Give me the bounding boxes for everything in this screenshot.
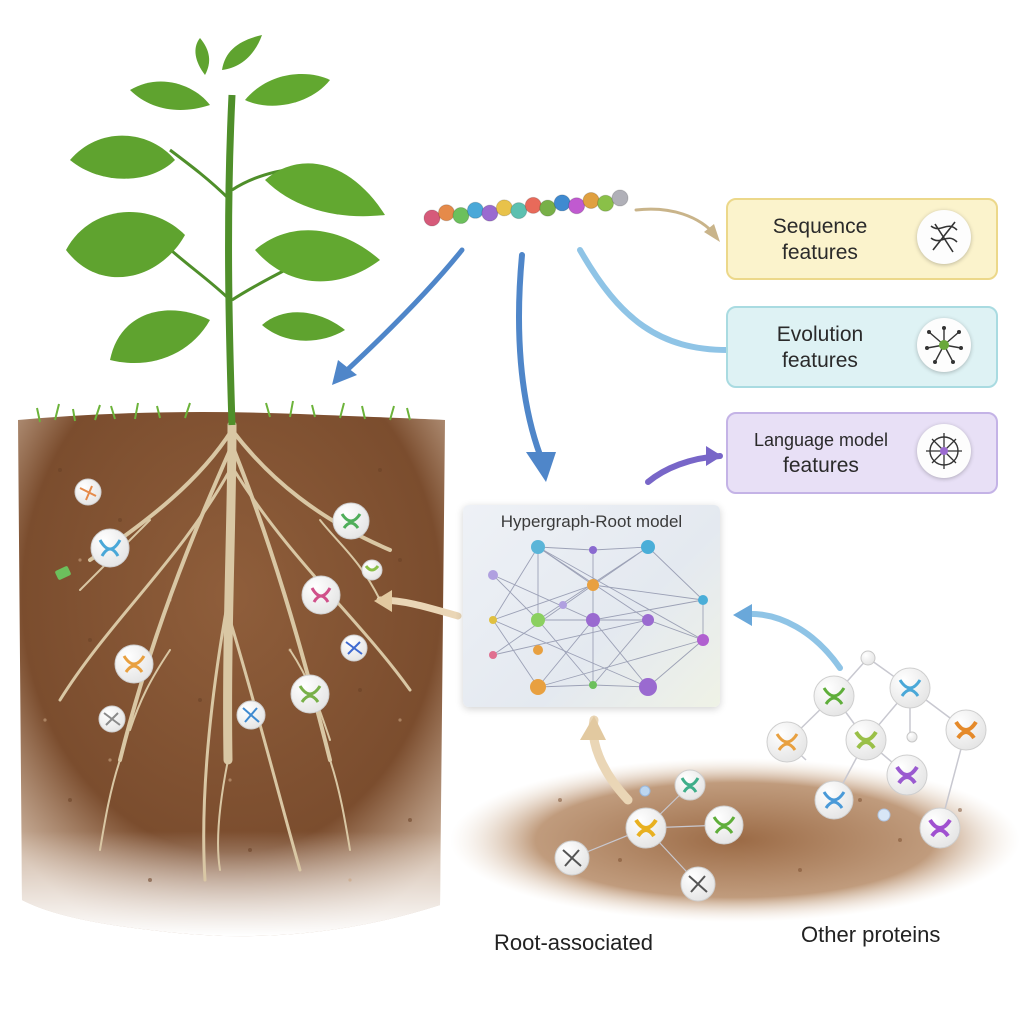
sequence-bead [553,194,571,212]
sequence-bead [524,196,542,214]
root-associated-nodes [571,784,725,885]
language-model-features-line1: Language model [753,430,889,450]
sequence-bead [481,204,499,222]
sequence-bead [510,202,528,220]
language-model-features-line2: features [783,454,859,477]
evolution-features-line1: Evolution [776,323,864,346]
amino-acid-sequence [423,189,629,227]
other-protein-nodes [766,650,987,849]
sequence-bead [452,207,470,225]
plant-roots [58,420,412,882]
evolution-features-line2: features [782,349,858,372]
protein-structure-icon [917,210,971,264]
arrow-sequence-to-plant [342,247,465,375]
hypergraph-network [488,540,709,696]
protein-network-edges [786,657,967,829]
hypergraph-root-model-box [463,505,720,707]
plant-shoot [66,35,385,426]
arrow-other-to-model [742,610,843,671]
sequence-bead [437,204,455,222]
sequence-features-line1: Sequence [772,215,868,238]
root-protein-nodes [55,478,383,733]
model-title: Hypergraph-Root model [500,512,683,531]
sequence-bead [597,194,615,212]
other-proteins-caption: Other proteins [801,922,941,947]
attention-network-icon [917,424,971,478]
sequence-bead [495,199,513,217]
sequence-bead [582,191,600,209]
sequence-bead [423,209,441,227]
evolution-features-label: Evolution features [740,322,900,374]
sequence-features-label: Sequence features [740,214,900,266]
sequence-features-line2: features [782,241,858,264]
arrow-sequence-to-seqfeatures [634,207,718,238]
language-model-features-label: Language model features [736,427,906,479]
root-associated-caption: Root-associated [494,930,653,955]
sequence-bead [611,189,629,207]
sequence-bead [568,197,586,215]
arrow-sequence-to-evolution [577,247,731,353]
root-associated-node-set [554,769,744,902]
phylogeny-network-icon [917,318,971,372]
arrow-sequence-to-model [516,252,543,458]
sequence-bead [539,199,557,217]
arrows [332,207,843,805]
sequence-bead [466,201,484,219]
grass-strip [36,400,411,423]
